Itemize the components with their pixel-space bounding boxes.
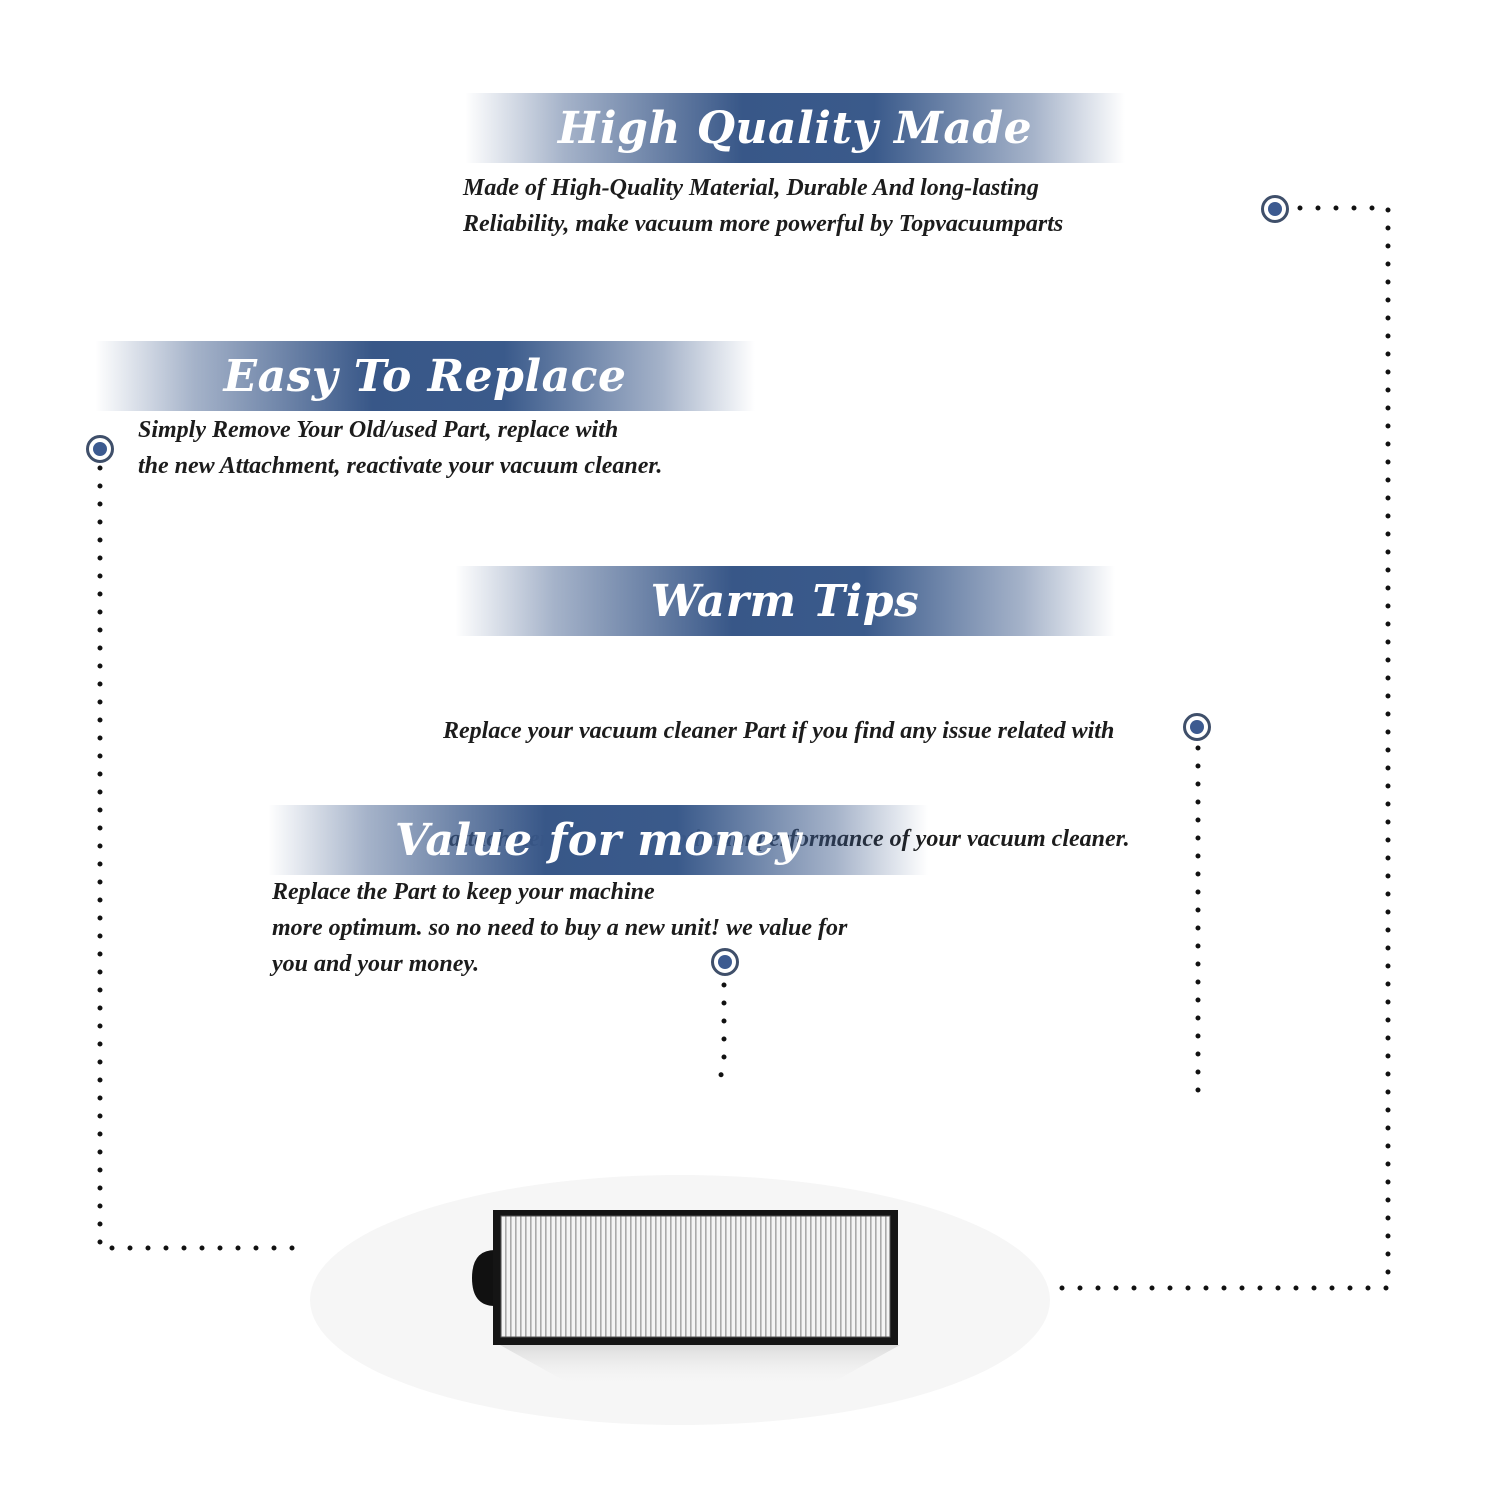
heading-warm-tips: Warm Tips bbox=[650, 575, 920, 627]
desc-line: you and your money. bbox=[272, 951, 480, 977]
connector-easy-replace bbox=[97, 465, 299, 1251]
banner-value-money: Value for money bbox=[268, 805, 928, 875]
banner-high-quality: High Quality Made bbox=[465, 93, 1125, 163]
target-dot-icon bbox=[711, 948, 739, 976]
desc-value-money: Replace the Part to keep your machine mo… bbox=[272, 874, 847, 982]
heading-high-quality: High Quality Made bbox=[557, 102, 1033, 154]
desc-easy-replace: Simply Remove Your Old/used Part, replac… bbox=[138, 412, 662, 484]
hepa-filter-icon bbox=[310, 1175, 1050, 1425]
heading-value-money: Value for money bbox=[394, 814, 802, 866]
banner-easy-replace: Easy To Replace bbox=[95, 341, 755, 411]
target-dot-icon bbox=[86, 435, 114, 463]
desc-line: Replace the Part to keep your machine bbox=[272, 879, 655, 905]
banner-warm-tips: Warm Tips bbox=[455, 566, 1115, 636]
desc-high-quality: Made of High-Quality Material, Durable A… bbox=[463, 170, 1063, 242]
desc-line: more optimum. so no need to buy a new un… bbox=[272, 915, 848, 941]
heading-easy-replace: Easy To Replace bbox=[223, 350, 627, 402]
desc-line: Reliability, make vacuum more powerful b… bbox=[463, 211, 1064, 237]
desc-line: Replace your vacuum cleaner Part if you … bbox=[443, 718, 1115, 744]
connector-value-money bbox=[715, 982, 727, 1093]
desc-line: the new Attachment, reactivate your vacu… bbox=[138, 453, 663, 479]
connector-high-quality bbox=[1035, 205, 1391, 1291]
desc-line: Simply Remove Your Old/used Part, replac… bbox=[138, 417, 619, 443]
target-dot-icon bbox=[1183, 713, 1211, 741]
desc-line: Made of High-Quality Material, Durable A… bbox=[463, 175, 1039, 201]
target-dot-icon bbox=[1261, 195, 1289, 223]
